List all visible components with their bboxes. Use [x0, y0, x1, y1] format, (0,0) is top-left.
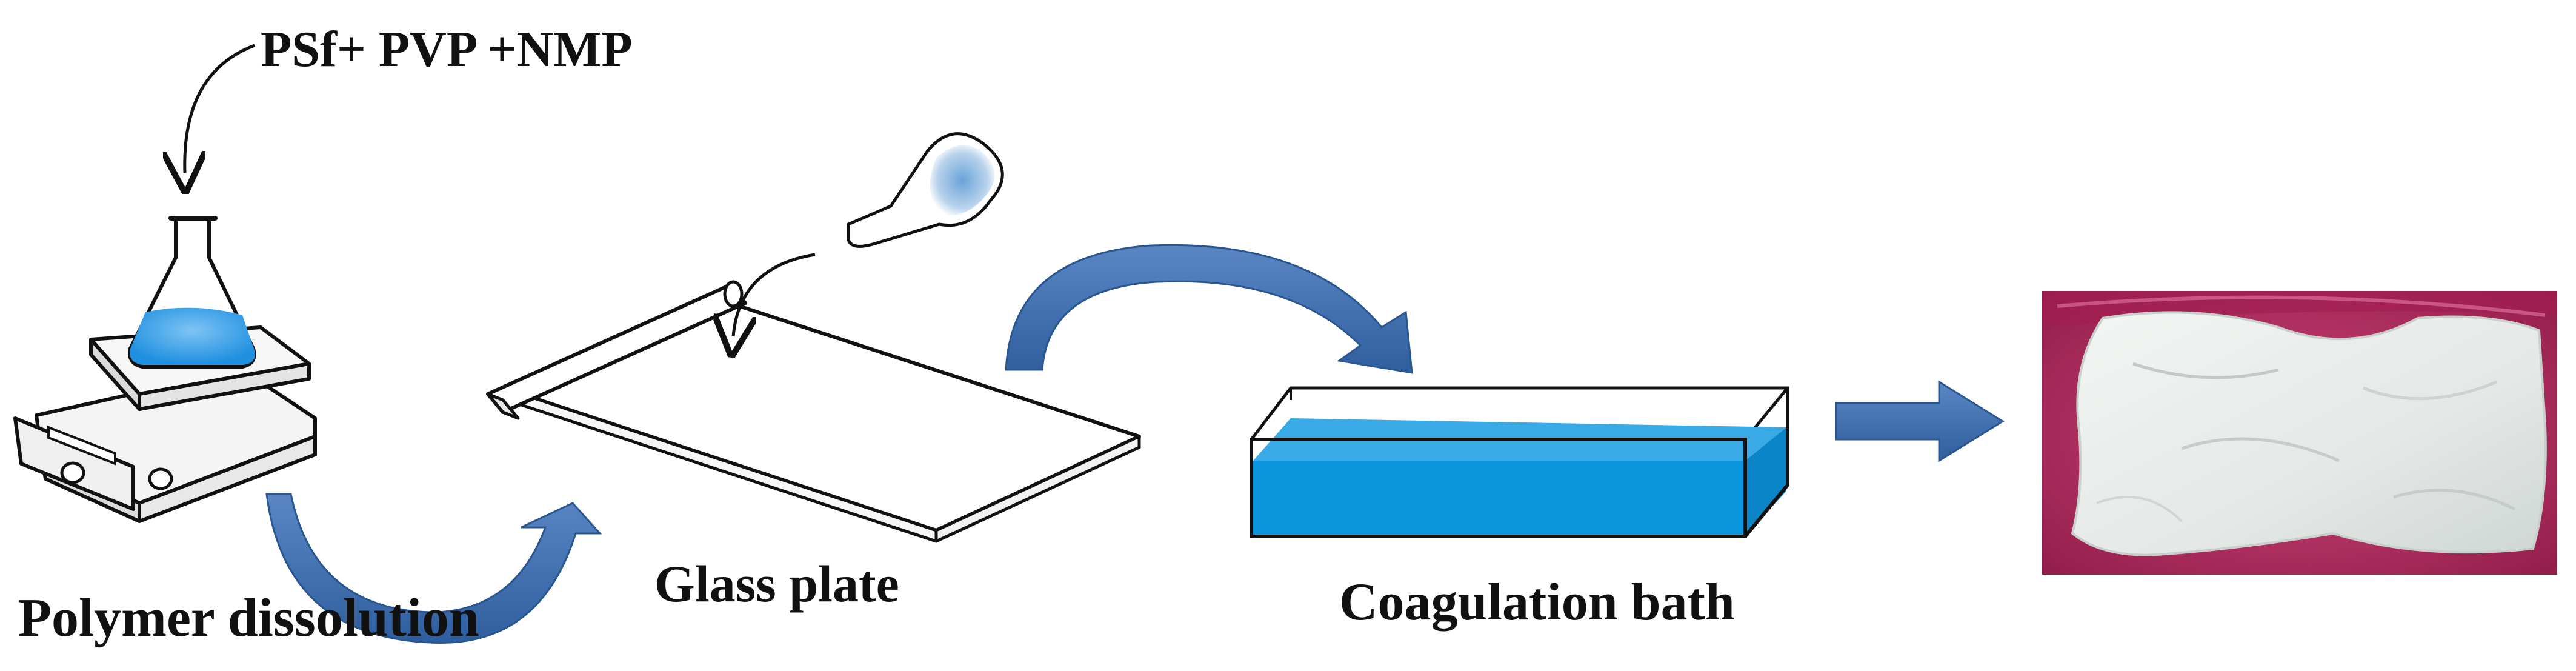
transfer-arrow-to-glass	[265, 493, 602, 644]
reagents-label: PSf+ PVP +NMP	[261, 21, 633, 78]
result-arrow	[1835, 380, 2005, 462]
erlenmeyer-flask-icon	[128, 216, 256, 369]
glass-plate-label: Glass plate	[654, 555, 899, 613]
transfer-arrow-to-bath	[1005, 244, 1413, 374]
reagent-feed-arrow	[185, 44, 255, 173]
pour-arrow	[733, 253, 816, 336]
coagulation-bath-label: Coagulation bath	[1339, 573, 1735, 632]
coagulation-bath-icon	[1250, 386, 1789, 538]
glass-plate-casting-icon	[486, 280, 1141, 543]
polymer-dissolution-label: Polymer dissolution	[18, 588, 479, 648]
membrane-photo	[2042, 291, 2557, 575]
pouring-flask-icon	[847, 132, 1004, 248]
